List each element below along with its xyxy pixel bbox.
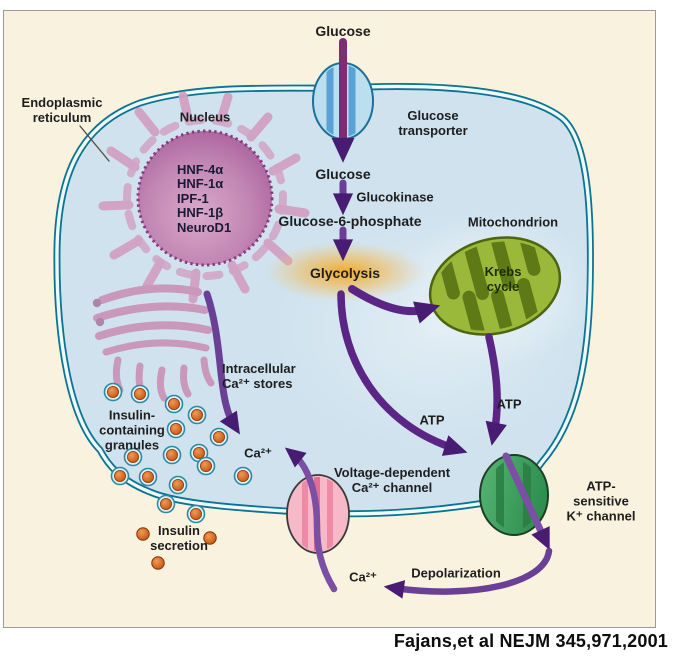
arrow-ca-influx	[284, 447, 338, 593]
arrow-k-efflux	[502, 452, 550, 551]
citation-text: Fajans,et al NEJM 345,971,2001	[393, 631, 668, 651]
secreted-insulin-dots	[136, 527, 217, 570]
glycolysis-glow	[265, 242, 425, 302]
nucleus	[136, 129, 274, 267]
arrow-atp-from-mito	[485, 333, 507, 446]
er-pointer-line	[79, 125, 110, 162]
golgi-apparatus	[92, 284, 215, 402]
label-transcription-factors: HNF-4α HNF-1α IPF-1 HNF-1β NeuroD1	[177, 162, 232, 235]
arrow-ca-stores	[203, 290, 240, 435]
pathway-arrows	[79, 38, 553, 599]
mitochondrion	[428, 231, 562, 341]
arrow-atp-from-glycolysis	[337, 290, 468, 456]
arrow-glycolysis-to-mito	[348, 285, 441, 324]
arrow-depolarization	[383, 547, 553, 599]
